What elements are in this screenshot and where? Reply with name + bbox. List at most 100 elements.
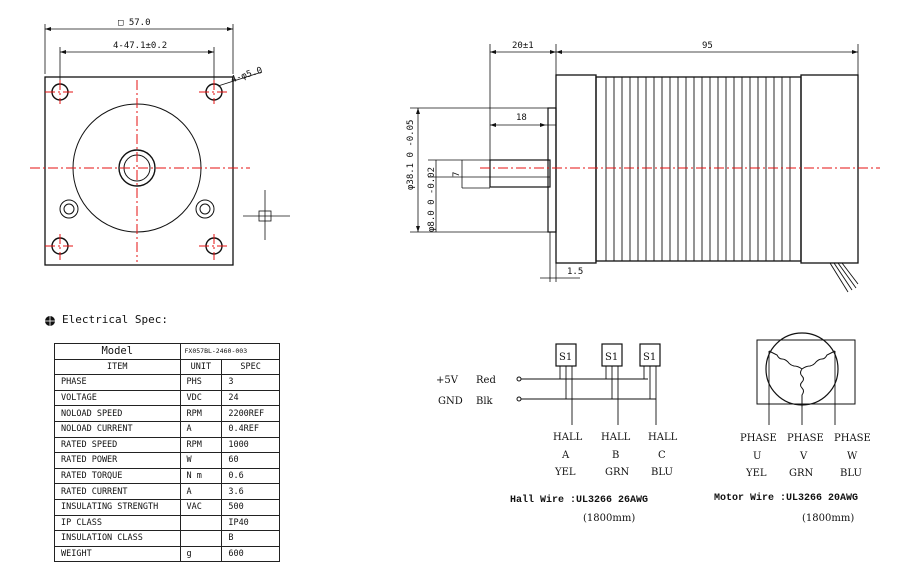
spec-cell: 1000 — [221, 436, 280, 454]
unit-cell: VAC — [179, 498, 223, 516]
col-spec: SPEC — [221, 358, 280, 376]
spec-cell: 60 — [221, 452, 280, 469]
spec-cell: 2200REF — [221, 405, 280, 422]
hall-a-letter: A — [561, 450, 570, 461]
spec-cell: 500 — [221, 498, 280, 516]
front-view: □ 57.0 4-47.1±0.2 — [30, 18, 290, 266]
unit-cell: PHS — [179, 374, 223, 391]
spec-cell: B — [221, 530, 280, 547]
hall-a-name: HALL — [553, 432, 583, 443]
table-row: IP CLASS IP40 — [54, 514, 280, 532]
col-unit: UNIT — [179, 358, 223, 376]
hall-b-name: HALL — [601, 432, 631, 443]
globe-icon — [45, 316, 55, 326]
item-cell: NOLOAD CURRENT — [54, 420, 181, 438]
unit-cell: RPM — [179, 436, 223, 454]
blk-label: Blk — [476, 396, 494, 407]
spec-cell: 0.4REF — [221, 420, 280, 438]
dim-pilot-dia: φ38.1 0 -0.05 — [406, 120, 416, 190]
hall-wiring: +5V Red GND Blk S1 S1 S1 HALL A YEL HAL — [436, 343, 678, 524]
item-cell: VOLTAGE — [54, 389, 181, 407]
table-row: ITEM UNIT SPEC — [54, 358, 280, 376]
hall-a-color: YEL — [554, 467, 576, 478]
dim-shaft-dia: φ8.0 0 -0.02 — [427, 167, 437, 232]
side-view: 20±1 95 18 φ38.1 0 -0.05 φ8.0 0 -0.02 7 — [406, 41, 880, 293]
dim-15: 1.5 — [567, 267, 583, 277]
hall-sensor-a: S1 — [559, 352, 572, 363]
item-cell: INSULATION CLASS — [54, 530, 181, 547]
dim-shaft-length: 20±1 — [512, 41, 534, 51]
model-label: Model — [54, 343, 181, 360]
spec-cell: 24 — [221, 389, 280, 407]
item-cell: WEIGHT — [54, 545, 181, 563]
motor-wire-spec: Motor Wire :UL3266 20AWG — [714, 492, 858, 504]
front-flange — [44, 76, 234, 266]
red-label: Red — [476, 375, 496, 386]
item-cell: RATED CURRENT — [54, 483, 181, 500]
spec-table: Model FX057BL-2460-003 ITEM UNIT SPEC PH… — [54, 343, 280, 563]
item-cell: IP CLASS — [54, 514, 181, 532]
item-cell: PHASE — [54, 374, 181, 391]
dim-body-length: 95 — [702, 41, 713, 51]
hall-c-name: HALL — [648, 432, 678, 443]
table-row: Model FX057BL-2460-003 — [54, 343, 280, 360]
unit-cell: RPM — [179, 405, 223, 422]
item-cell: RATED SPEED — [54, 436, 181, 454]
hall-b-letter: B — [612, 450, 619, 461]
spec-cell: 3.6 — [221, 483, 280, 500]
dim-holes-label: 4-47.1±0.2 — [113, 41, 167, 51]
dim-hole-dia-label: 4-φ5.0 — [230, 66, 264, 86]
gnd-label: GND — [438, 396, 463, 407]
hall-sensor-b: S1 — [605, 352, 618, 363]
dim-square-label: □ 57.0 — [118, 18, 151, 28]
phase-v-letter: V — [799, 451, 808, 462]
model-value: FX057BL-2460-003 — [179, 343, 280, 360]
table-row: INSULATION CLASS B — [54, 530, 280, 547]
plus5v-label: +5V — [436, 375, 459, 386]
hall-sensor-c: S1 — [643, 352, 656, 363]
phase-u-color: YEL — [745, 468, 767, 479]
spec-cell: 600 — [221, 545, 280, 563]
motor-wiring: PHASE U YEL PHASE V GRN PHASE W BLU Moto… — [714, 332, 871, 524]
phase-v-name: PHASE — [787, 433, 824, 444]
unit-cell — [179, 530, 223, 547]
dim-18: 18 — [516, 113, 527, 123]
side-shaft — [489, 159, 551, 188]
side-endcap — [800, 74, 859, 264]
phase-w-color: BLU — [840, 468, 862, 479]
hall-wire-spec: Hall Wire :UL3266 26AWG — [510, 494, 648, 506]
unit-cell: VDC — [179, 389, 223, 407]
item-cell: RATED TORQUE — [54, 467, 181, 485]
hall-c-letter: C — [658, 450, 666, 461]
unit-cell: N m — [179, 467, 223, 485]
unit-cell: g — [179, 545, 223, 563]
spec-cell: 3 — [221, 374, 280, 391]
side-flange — [555, 74, 597, 264]
hall-wire-length: (1800mm) — [583, 513, 635, 524]
unit-cell: W — [179, 452, 223, 469]
phase-u-name: PHASE — [740, 433, 777, 444]
col-item: ITEM — [54, 358, 181, 376]
spec-heading: Electrical Spec: — [62, 313, 168, 326]
spec-cell: IP40 — [221, 514, 280, 532]
unit-cell: A — [179, 483, 223, 500]
side-body — [595, 76, 802, 262]
unit-cell — [179, 514, 223, 532]
phase-w-name: PHASE — [834, 433, 871, 444]
motor-wire-length: (1800mm) — [802, 513, 854, 524]
phase-w-letter: W — [847, 451, 858, 462]
unit-cell: A — [179, 420, 223, 438]
phase-v-color: GRN — [789, 468, 814, 479]
dim-7: 7 — [452, 172, 462, 177]
